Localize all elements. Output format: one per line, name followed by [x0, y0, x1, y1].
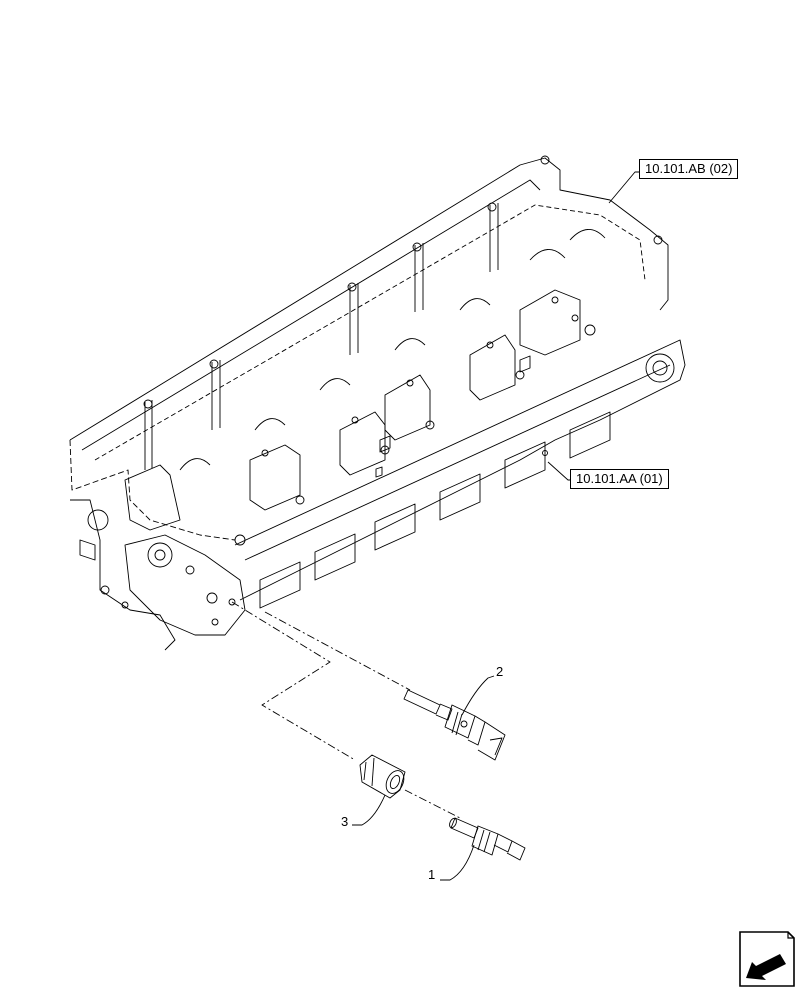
ref-ab-leader [608, 171, 640, 204]
part-3-adapter [359, 754, 406, 799]
next-page-arrow-icon[interactable] [736, 928, 798, 990]
callout-3-leader [352, 794, 386, 826]
ref-aa-leader [547, 461, 572, 481]
callout-3: 3 [341, 814, 349, 829]
cylinder-head [69, 155, 686, 651]
reference-box-lower[interactable]: 10.101.AA (01) [570, 469, 669, 489]
part-1-sensor [449, 817, 526, 861]
callout-1-leader [440, 844, 475, 881]
callout-2-leader [461, 675, 495, 716]
part-2-sensor [403, 689, 506, 761]
callout-2: 2 [496, 664, 504, 679]
callout-1: 1 [428, 867, 436, 882]
reference-box-upper[interactable]: 10.101.AB (02) [639, 159, 739, 179]
assembly-lines [231, 601, 461, 819]
